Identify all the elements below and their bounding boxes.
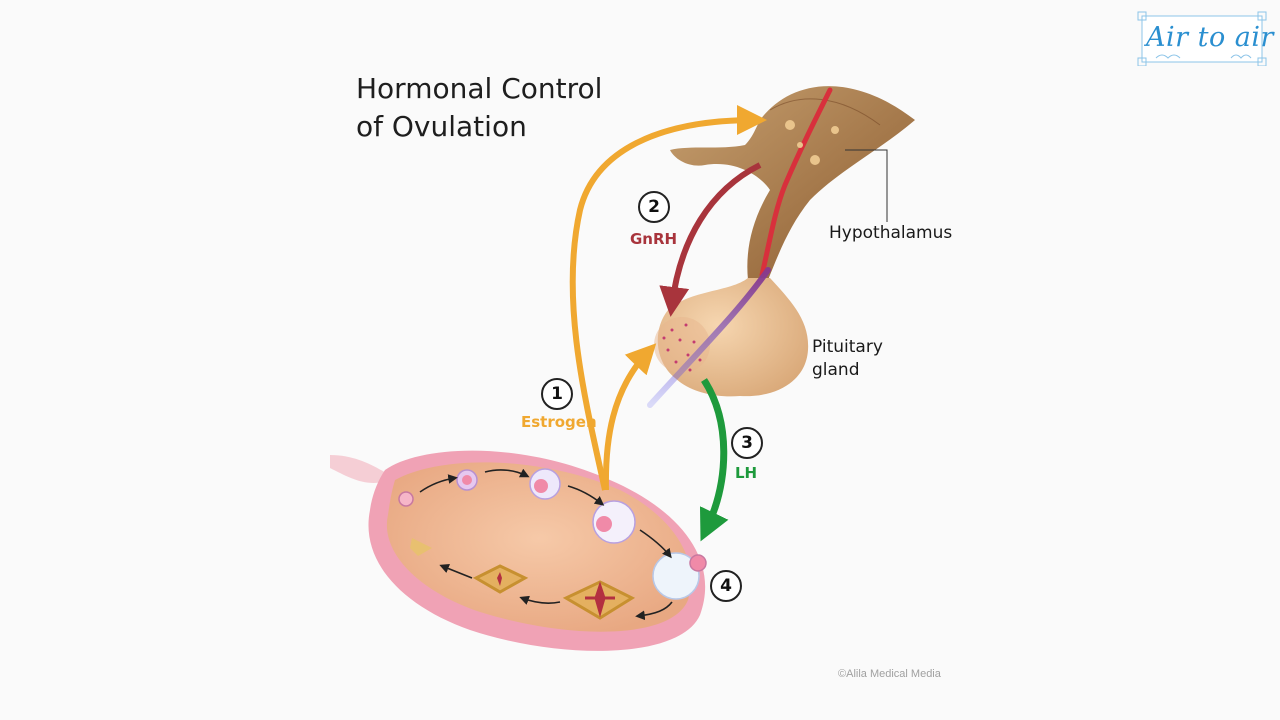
- ovary-shape: [330, 450, 707, 651]
- logo-frame-icon: [1137, 11, 1267, 66]
- credit-text: ©Alila Medical Media: [838, 668, 941, 680]
- step-2-badge: 2: [638, 191, 670, 223]
- pituitary-label-line-1: Pituitary: [812, 337, 883, 357]
- lh-arrow: [699, 378, 729, 542]
- logo-text: Air to air: [1146, 22, 1274, 53]
- pituitary-label-line-2: gland: [812, 360, 860, 380]
- diagram-title: Hormonal Control of Ovulation: [356, 70, 602, 146]
- step-3-badge: 3: [731, 427, 763, 459]
- title-line-2: of Ovulation: [356, 110, 527, 143]
- pituitary-gland-label: Pituitary gland: [812, 336, 883, 382]
- estrogen-arrow-to-hypothalamus: [569, 105, 767, 491]
- estrogen-arrow-to-pituitary: [602, 343, 657, 491]
- estrogen-label: Estrogen: [521, 413, 597, 431]
- lh-label: LH: [735, 464, 758, 482]
- hypothalamus-leader-line: [845, 149, 888, 222]
- air-to-air-logo: Air to air: [1136, 10, 1273, 66]
- gnrh-label: GnRH: [630, 230, 678, 248]
- step-1-badge: 1: [541, 378, 573, 410]
- hypothalamus-label: Hypothalamus: [829, 223, 953, 243]
- gnrh-arrow: [659, 162, 762, 317]
- title-line-1: Hormonal Control: [356, 72, 603, 105]
- pituitary-gland-shape: [647, 267, 809, 408]
- hypothalamus-shape: [670, 86, 915, 280]
- step-4-badge: 4: [710, 570, 742, 602]
